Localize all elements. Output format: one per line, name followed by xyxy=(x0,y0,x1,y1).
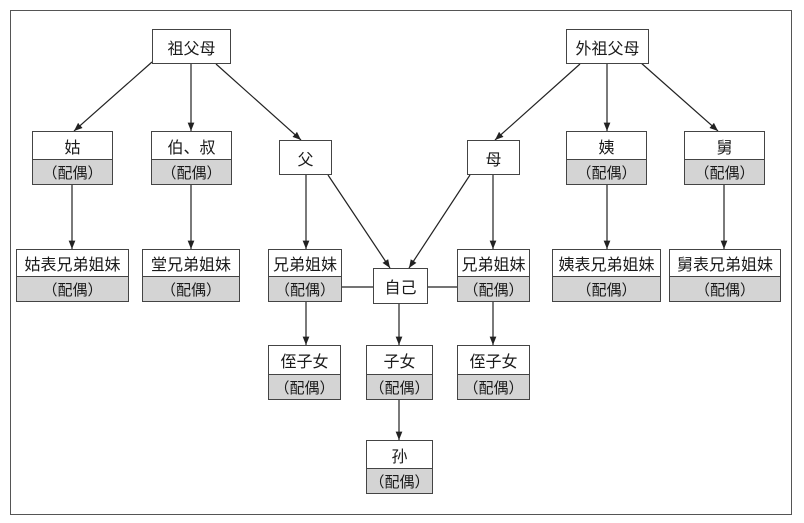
spouse-label: （配偶） xyxy=(458,374,529,399)
node-self: 自己 xyxy=(373,268,428,304)
node-label: 祖父母 xyxy=(167,38,216,58)
node-label: 堂兄弟姐妹 xyxy=(150,255,231,274)
spouse-label: （配偶） xyxy=(670,276,780,301)
diagram-frame xyxy=(10,10,792,515)
node-label: 姑 xyxy=(64,137,81,157)
node-nephew-niece-left: 侄子女 （配偶） xyxy=(268,345,341,400)
node-nephew-niece-right: 侄子女 （配偶） xyxy=(457,345,530,400)
node-label: 舅 xyxy=(716,137,733,157)
node-paternal-uncles: 伯、叔 （配偶） xyxy=(151,131,232,185)
edge-maternal-grandparents-to-mother xyxy=(494,63,581,141)
node-label: 侄子女 xyxy=(280,352,329,371)
edge-mother-to-self xyxy=(408,174,471,269)
node-label: 姨表兄弟姐妹 xyxy=(558,255,655,274)
spouse-label: （配偶） xyxy=(143,276,239,301)
node-label: 舅表兄弟姐妹 xyxy=(676,255,773,274)
node-label: 子女 xyxy=(383,352,416,371)
node-label: 兄弟姐妹 xyxy=(461,255,526,274)
spouse-label: （配偶） xyxy=(367,468,432,493)
node-mother: 母 xyxy=(467,140,520,175)
edge-grandparents-to-father xyxy=(215,63,302,141)
node-label: 父 xyxy=(297,149,314,169)
spouse-label: （配偶） xyxy=(152,159,231,184)
node-label: 自己 xyxy=(384,278,417,297)
node-label: 姑表兄弟姐妹 xyxy=(24,255,121,274)
spouse-label: （配偶） xyxy=(458,276,529,301)
node-paternal-grandparents: 祖父母 xyxy=(152,29,231,64)
spouse-label: （配偶） xyxy=(33,159,112,184)
node-paternal-cousins: 堂兄弟姐妹 （配偶） xyxy=(142,249,240,302)
node-label: 外祖父母 xyxy=(575,38,640,58)
node-maternal-uncle-cousins: 舅表兄弟姐妹 （配偶） xyxy=(669,249,781,302)
node-maternal-aunt-cousins: 姨表兄弟姐妹 （配偶） xyxy=(552,249,661,302)
spouse-label: （配偶） xyxy=(17,276,128,301)
node-maternal-grandparents: 外祖父母 xyxy=(566,29,649,64)
spouse-label: （配偶） xyxy=(567,159,646,184)
node-siblings-right: 兄弟姐妹 （配偶） xyxy=(457,249,530,302)
spouse-label: （配偶） xyxy=(685,159,764,184)
node-label: 兄弟姐妹 xyxy=(272,255,337,274)
edge-maternal-grandparents-to-maternal-uncle xyxy=(639,61,719,132)
node-maternal-aunt: 姨 （配偶） xyxy=(566,131,647,185)
edge-father-to-self xyxy=(327,174,391,269)
node-siblings-left: 兄弟姐妹 （配偶） xyxy=(268,249,342,302)
node-label: 母 xyxy=(485,149,502,169)
spouse-label: （配偶） xyxy=(553,276,660,301)
node-maternal-uncle: 舅 （配偶） xyxy=(684,131,765,185)
node-children: 子女 （配偶） xyxy=(366,345,433,400)
spouse-label: （配偶） xyxy=(269,276,341,301)
node-label: 孙 xyxy=(391,446,408,466)
node-paternal-aunt: 姑 （配偶） xyxy=(32,131,113,185)
node-father: 父 xyxy=(279,140,332,175)
edge-grandparents-to-paternal-aunt xyxy=(73,61,153,132)
spouse-label: （配偶） xyxy=(367,374,432,399)
node-label: 伯、叔 xyxy=(167,137,216,157)
spouse-label: （配偶） xyxy=(269,374,340,399)
node-label: 姨 xyxy=(598,137,615,157)
node-paternal-aunt-cousins: 姑表兄弟姐妹 （配偶） xyxy=(16,249,129,302)
node-label: 侄子女 xyxy=(469,352,518,371)
node-grandchild: 孙 （配偶） xyxy=(366,440,433,494)
